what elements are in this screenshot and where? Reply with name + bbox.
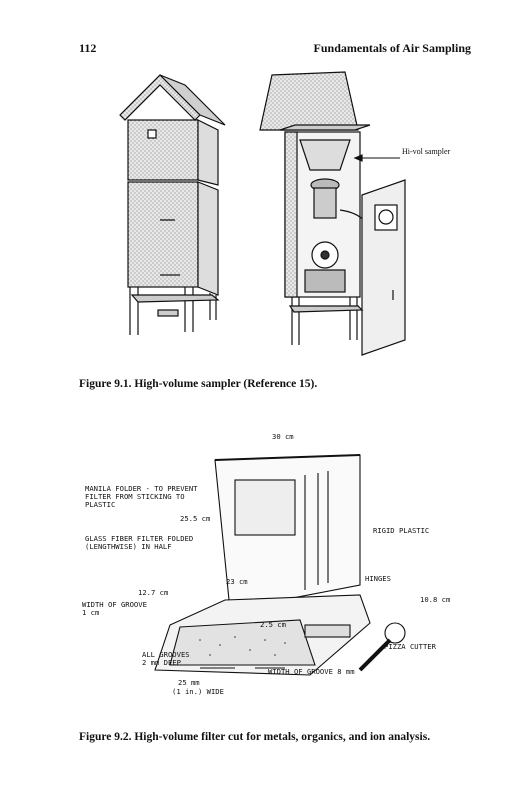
label-top-width: 30 cm	[272, 432, 294, 441]
label-glass-2: (LENGTHWISE) IN HALF	[85, 542, 172, 551]
label-manila-3: PLASTIC	[85, 500, 115, 509]
label-10-8: 10.8 cm	[420, 595, 450, 604]
figure-9-2-illustration: 30 cm MANILA FOLDER - TO PREVENT FILTER …	[82, 432, 450, 696]
label-rigid: RIGID PLASTIC	[373, 526, 429, 535]
open-shelter	[259, 71, 406, 356]
label-manila-1: MANILA FOLDER - TO PREVENT	[85, 484, 198, 493]
label-2-5: 2.5 cm	[260, 620, 286, 629]
label-pizza: PIZZA CUTTER	[384, 642, 437, 651]
figure-9-1-caption: Figure 9.1. High-volume sampler (Referen…	[79, 378, 318, 390]
label-glass-1: GLASS FIBER FILTER FOLDED	[85, 534, 193, 543]
closed-shelter	[119, 74, 226, 335]
running-head-title: Fundamentals of Air Sampling	[313, 41, 471, 55]
label-hinges: HINGES	[365, 574, 391, 583]
figure-9-2-caption: Figure 9.2. High-volume filter cut for m…	[79, 731, 431, 743]
label-all-grooves-1: ALL GROOVES	[142, 650, 190, 659]
label-25mm-2: (1 in.) WIDE	[172, 687, 224, 696]
label-groove-8: WIDTH OF GROOVE 8 mm	[268, 667, 355, 676]
figure-9-1-illustration: Hi-vol sampler	[119, 71, 451, 356]
label-25mm-1: 25 mm	[178, 678, 200, 687]
label-manila-2: FILTER FROM STICKING TO	[85, 492, 185, 501]
label-25-5: 25.5 cm	[180, 514, 210, 523]
label-all-grooves-2: 2 mm DEEP	[142, 658, 181, 667]
label-23: 23 cm	[226, 577, 248, 586]
label-12-7: 12.7 cm	[138, 588, 168, 597]
label-groove-2: 1 cm	[82, 608, 99, 617]
hi-vol-sampler-label: Hi-vol sampler	[402, 147, 451, 156]
label-groove-1: WIDTH OF GROOVE	[82, 600, 147, 609]
page-number: 112	[79, 41, 97, 55]
